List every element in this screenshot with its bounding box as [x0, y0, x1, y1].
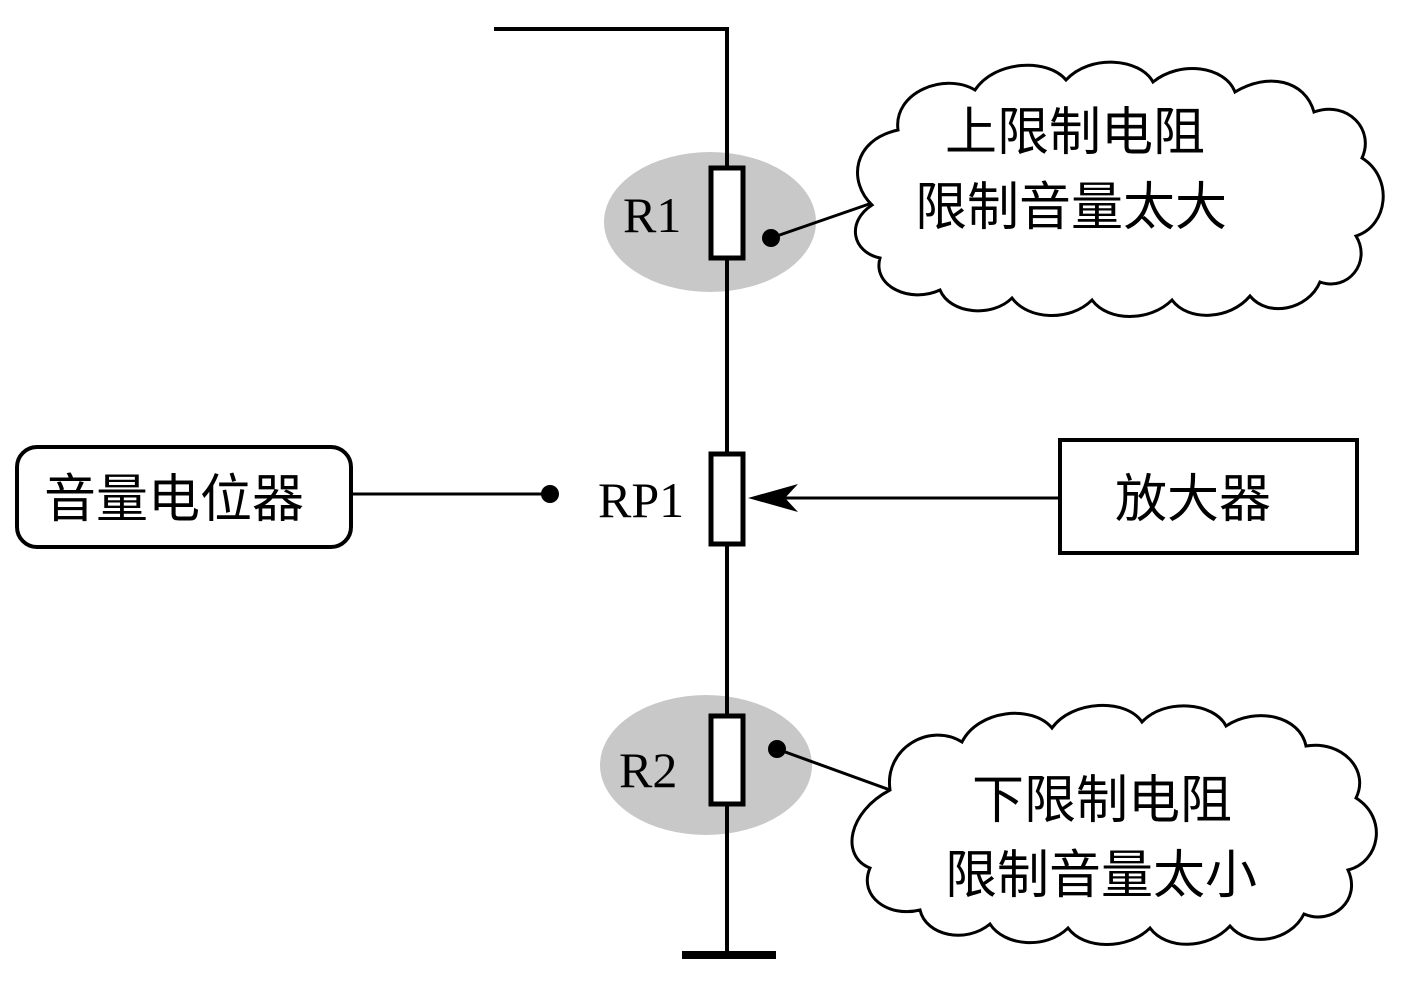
resistor-r1	[708, 165, 746, 261]
upper-callout-line1: 上限制电阻	[945, 103, 1205, 163]
wiper-arrowhead	[748, 484, 798, 512]
volume-pot-box	[15, 445, 353, 549]
volume-pot-dot	[541, 485, 559, 503]
potentiometer-rp1	[708, 451, 746, 547]
top-wire	[494, 27, 729, 168]
r1-callout-leader	[770, 201, 873, 240]
r2-label: R2	[619, 742, 677, 798]
r2-callout-leader	[776, 747, 891, 792]
rp1-label: RP1	[598, 472, 684, 528]
volume-pot-label: 音量电位器	[44, 470, 304, 530]
lower-cloud	[850, 703, 1378, 946]
resistor-r2	[708, 713, 746, 807]
lower-callout-line1: 下限制电阻	[972, 771, 1232, 831]
upper-callout-line2: 限制音量太大	[915, 178, 1227, 238]
amplifier-label: 放大器	[1115, 470, 1271, 530]
lower-callout-line2: 限制音量太小	[945, 846, 1257, 906]
r2-highlight	[600, 695, 812, 835]
upper-cloud	[854, 60, 1385, 318]
r1-label: R1	[623, 187, 681, 243]
amplifier-box	[1058, 438, 1359, 555]
